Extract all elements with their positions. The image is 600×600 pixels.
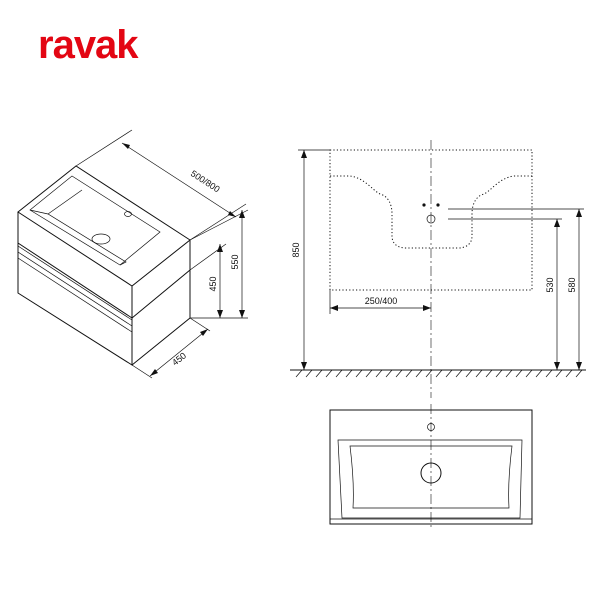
drawer-top-line: [17, 257, 133, 333]
drain-icon: [91, 233, 111, 245]
plan-bowl-outer: [337, 439, 523, 519]
dim-cabinet-height-label: 450: [208, 276, 218, 291]
dim-offset: 250/400: [329, 290, 431, 314]
dim-cabinet-height: 450: [189, 243, 227, 319]
dim-total-height: 550: [189, 209, 249, 319]
dim-water-height-label: 580: [567, 277, 577, 292]
water-inlet-right-icon: [436, 203, 440, 207]
floor-line: [290, 369, 586, 378]
dim-depth: 450: [131, 317, 211, 379]
dim-width: 500/800: [75, 129, 247, 241]
water-inlet-left-icon: [422, 203, 426, 207]
cabinet-front: [17, 243, 133, 366]
drain-outlet-icon: [426, 214, 436, 224]
dim-drain-height: 530: [545, 219, 560, 370]
dim-depth-label: 450: [170, 350, 188, 367]
front-siphon-outline: [330, 175, 532, 249]
dim-offset-label: 250/400: [365, 296, 398, 306]
plan-bowl-inner: [349, 445, 513, 509]
dim-mount-height: 850: [291, 149, 330, 370]
front-view: 850 250/400 530 580: [290, 140, 586, 398]
dim-total-height-label: 550: [230, 254, 240, 269]
isometric-view: 500/800 450 550 450: [17, 129, 249, 379]
tap-hole-icon: [124, 211, 132, 217]
ravak-logo: ravak: [38, 23, 140, 67]
plan-view: [329, 404, 533, 530]
dim-mount-height-label: 850: [291, 242, 301, 257]
bowl-floor-edge: [47, 189, 83, 215]
logo-text: ravak: [38, 23, 139, 67]
cabinet-top-line: [17, 245, 133, 321]
bowl-inner-rim: [29, 175, 161, 266]
bowl-inner-wall: [29, 209, 127, 266]
basin-front-edge: [17, 212, 133, 319]
dim-water-height: 580: [567, 209, 582, 370]
basin-top-outline: [17, 165, 191, 287]
drawer-gap-line: [17, 251, 133, 327]
dim-drain-height-label: 530: [545, 277, 555, 292]
dim-width-label: 500/800: [189, 168, 222, 194]
